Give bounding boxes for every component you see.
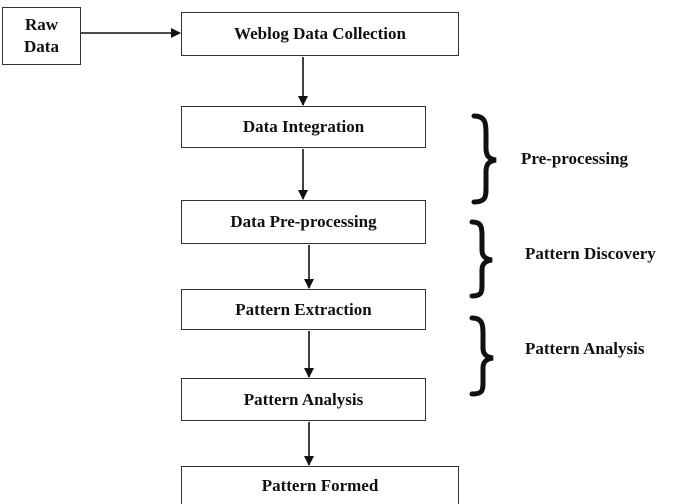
brace-preprocessing [471, 113, 497, 205]
raw-data-box: Raw Data [2, 7, 81, 65]
stage-label-preprocessing: Pre-processing [521, 149, 629, 168]
step-label: Pattern Analysis [243, 389, 364, 409]
step-data-integration: Data Integration [181, 106, 426, 148]
brace-pattern-discovery [469, 219, 493, 299]
raw-data-label-line1: Raw [24, 15, 59, 34]
step-pattern-extraction: Pattern Extraction [181, 289, 426, 330]
step-pattern-analysis: Pattern Analysis [181, 378, 426, 421]
step-weblog-data-collection: Weblog Data Collection [181, 12, 459, 56]
step-label: Pattern Extraction [235, 299, 372, 319]
step-pattern-formed: Pattern Formed [181, 466, 459, 504]
step-label: Data Integration [242, 117, 365, 136]
step-label: Weblog Data Collection [234, 24, 406, 43]
step-data-preprocessing: Data Pre-processing [181, 200, 426, 244]
step-label: Data Pre-processing [230, 212, 377, 231]
brace-pattern-analysis [469, 315, 494, 397]
stage-label-pattern-analysis: Pattern Analysis [525, 339, 645, 358]
step-label: Pattern Formed [261, 475, 379, 495]
stage-label-pattern-discovery: Pattern Discovery [525, 244, 656, 263]
raw-data-label-line2: Data [24, 37, 59, 56]
